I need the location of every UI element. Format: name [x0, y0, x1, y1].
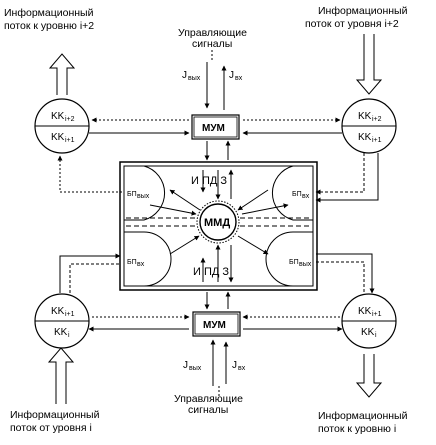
control-signals-bottom: J вых J вх: [183, 339, 246, 396]
kk-mum-dashed-links: [91, 117, 341, 320]
kk-upper-sub: i+1: [372, 311, 382, 318]
signal-j-out: J: [182, 70, 187, 81]
kk-node-top-right: KK i+2 KK i+1: [341, 98, 397, 154]
bus-lines: [126, 217, 311, 227]
signal-j-in: J: [229, 70, 234, 81]
flow-routes: [57, 153, 379, 294]
kk-node-bottom-right: KK i+1 KK i: [341, 293, 397, 349]
caption-line: поток к уровню i+2: [4, 20, 94, 32]
caption-line: Информационный: [4, 7, 94, 19]
kk-upper-sub: i+1: [65, 311, 75, 318]
kk-lower-label: KK: [51, 132, 65, 143]
kk-node-bottom-left: KK i+1 KK i: [34, 293, 90, 349]
signal-j-out-sub: вых: [189, 365, 202, 372]
ipd-bottom-label: И ПД З: [193, 266, 229, 278]
kk-mum-solid-links: [88, 130, 343, 332]
mmd-core: ММД: [196, 200, 240, 244]
kk-upper-label: KK: [358, 111, 372, 122]
bp-sub: вх: [137, 261, 145, 268]
bp-label: БП: [289, 259, 299, 266]
caption-line: Информационный: [318, 5, 408, 17]
kk-upper-label: KK: [51, 111, 65, 122]
caption-line: сигналы: [192, 38, 232, 50]
mum-label: МУМ: [203, 320, 226, 331]
bp-out-right: БП вых: [265, 231, 314, 287]
bp-sub: вх: [302, 193, 310, 200]
hollow-arrow-down-right-bottom: [355, 354, 383, 398]
hollow-arrow-down-right: [355, 34, 383, 95]
bp-label: БП: [127, 191, 137, 198]
inner-arrows: [149, 169, 289, 283]
kk-lower-label: KK: [358, 132, 372, 143]
caption-control-top: Управляющие сигналы: [178, 27, 247, 50]
caption-flow-to-i2: Информационный поток к уровню i+2: [4, 7, 94, 32]
kk-upper-label: KK: [358, 306, 372, 317]
kk-node-top-left: KK i+2 KK i+1: [34, 98, 90, 154]
caption-line: поток от уровня i+2: [305, 18, 399, 30]
caption-line: поток от уровня i: [10, 422, 92, 434]
kk-lower-sub: i: [68, 332, 70, 339]
kk-upper-sub: i+2: [372, 116, 382, 123]
signal-j-in-sub: вх: [238, 365, 246, 372]
mum-label: МУМ: [202, 123, 225, 134]
caption-flow-from-i: Информационный поток от уровня i: [10, 409, 100, 434]
central-block: БП вых БП вх БП вх БП вых М: [119, 161, 318, 291]
caption-flow-from-i2: Информационный поток от уровня i+2: [305, 5, 408, 30]
bp-in-left: БП вх: [123, 231, 172, 287]
control-signals-top: J вых J вх: [182, 50, 243, 110]
kk-lower-label: KK: [54, 327, 68, 338]
caption-line: поток к уровню i: [318, 423, 396, 435]
mum-block-bottom: МУМ: [192, 311, 241, 337]
kk-lower-sub: i+1: [372, 137, 382, 144]
signal-j-out: J: [183, 360, 188, 371]
signal-j-out-sub: вых: [188, 75, 201, 82]
ipd-top-label: И ПД З: [191, 175, 227, 187]
caption-line: сигналы: [188, 404, 228, 416]
kk-lower-sub: i: [375, 332, 377, 339]
signal-j-in: J: [232, 360, 237, 371]
bp-sub: вых: [137, 193, 150, 200]
caption-flow-to-i: Информационный поток к уровню i: [318, 410, 408, 435]
bp-out-left: БП вых: [123, 165, 166, 221]
caption-line: Управляющие: [174, 393, 243, 405]
kk-lower-sub: i+1: [65, 137, 75, 144]
caption-control-bottom: Управляющие сигналы: [174, 393, 243, 416]
bp-label: БП: [127, 259, 137, 266]
mmd-label: ММД: [204, 217, 230, 229]
kk-upper-label: KK: [51, 306, 65, 317]
signal-j-in-sub: вх: [235, 75, 243, 82]
bp-sub: вых: [299, 261, 312, 268]
bp-label: БП: [292, 191, 302, 198]
kk-lower-label: KK: [361, 327, 375, 338]
mum-central-links: [204, 140, 231, 310]
caption-line: Управляющие: [178, 27, 247, 39]
hollow-arrow-up-left: [48, 53, 76, 95]
caption-line: Информационный: [10, 409, 100, 421]
caption-line: Информационный: [318, 410, 408, 422]
kk-upper-sub: i+2: [65, 116, 75, 123]
hollow-arrow-up-left-bottom: [47, 347, 75, 404]
mum-block-top: МУМ: [191, 114, 240, 140]
